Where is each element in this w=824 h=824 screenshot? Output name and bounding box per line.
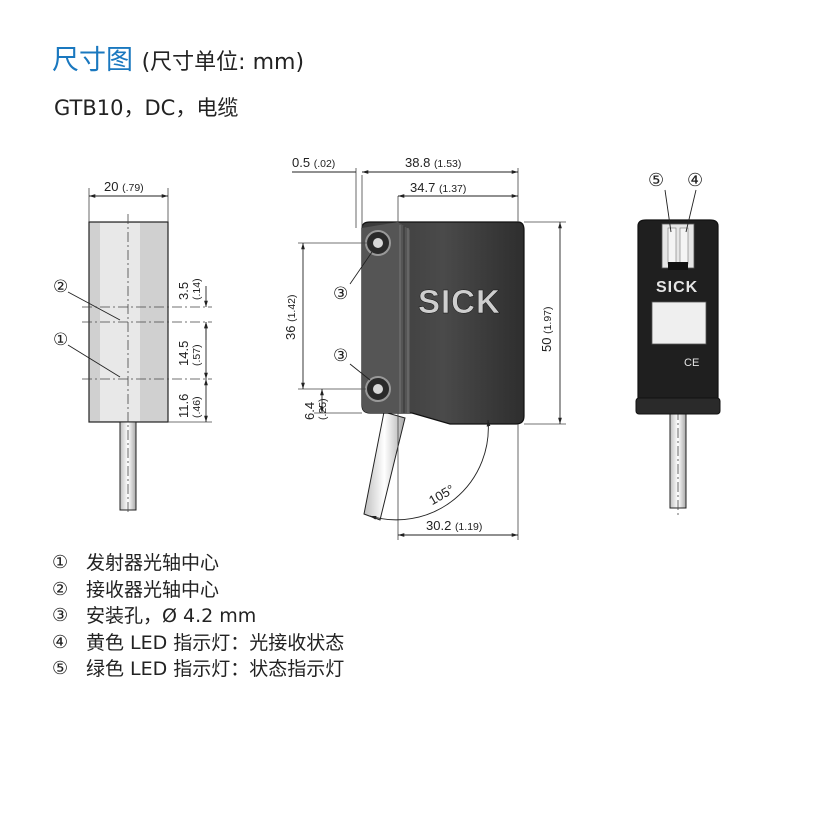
- side-sick-logo: SICK: [418, 283, 501, 320]
- dim-11-6-in: (.46): [191, 396, 203, 418]
- title-unit-note: (尺寸单位: mm): [141, 50, 305, 75]
- led-yellow-window: [679, 227, 689, 265]
- legend-item: ① 发射器光轴中心: [52, 550, 344, 577]
- dim-34-7: 34.7 (1.37): [410, 180, 466, 195]
- back-callout-5: ⑤: [648, 170, 664, 190]
- dim-11-6: 11.6: [176, 394, 191, 418]
- page-title: 尺寸图 (尺寸单位: mm): [52, 38, 304, 77]
- side-cable: [363, 411, 406, 521]
- dim-angle: 105°: [426, 481, 457, 507]
- legend-text: 发射器光轴中心: [86, 552, 220, 574]
- legend-num: ①: [52, 552, 69, 573]
- side-view: SICK 0.5 (.02) 38.8 (1.53) 34.7 (1.37) 3…: [283, 155, 566, 540]
- led-green-window: [667, 227, 677, 265]
- back-label-window: [651, 301, 707, 345]
- legend-num: ④: [52, 631, 69, 653]
- back-view: SICK CE ⑤ ④: [635, 170, 721, 515]
- dim-14-5: 14.5: [176, 341, 191, 366]
- legend-text: 绿色 LED 指示灯：状态指示灯: [86, 658, 345, 680]
- side-callout-3-top: ③: [333, 284, 348, 303]
- legend-item: ④ 黄色 LED 指示灯：光接收状态: [52, 630, 344, 657]
- dim-3-5: 3.5: [176, 282, 191, 300]
- dim-36: 36 (1.42): [283, 294, 298, 340]
- legend-item: ⑤ 绿色 LED 指示灯：状态指示灯: [52, 656, 344, 683]
- dim-6-4-in: (.25): [317, 398, 329, 420]
- legend-text: 接收器光轴中心: [86, 578, 220, 601]
- legend-text: 黄色 LED 指示灯：光接收状态: [86, 631, 345, 654]
- legend-item: ③ 安装孔，Ø 4.2 mm: [52, 603, 344, 630]
- dim-3-5-in: (.14): [191, 278, 203, 300]
- legend-item: ② 接收器光轴中心: [52, 577, 344, 604]
- dim-30-2: 30.2 (1.19): [426, 518, 482, 533]
- dim-50: 50 (1.97): [539, 306, 554, 352]
- side-callout-3-bottom: ③: [333, 346, 348, 365]
- front-callout-1: ①: [53, 330, 68, 349]
- ce-mark: CE: [684, 357, 699, 369]
- front-view: 20 (.79) 3.5 (.14) 14.5 (.57) 11.6 (.46)…: [53, 179, 212, 515]
- dim-0-5: 0.5 (.02): [292, 155, 335, 170]
- legend-text: 安装孔，Ø 4.2 mm: [86, 605, 257, 627]
- dim-6-4: 6.4: [302, 402, 317, 420]
- model-subtitle: GTB10，DC，电缆: [54, 96, 239, 120]
- legend-num: ⑤: [52, 658, 69, 679]
- dim-front-width: 20 (.79): [104, 179, 144, 194]
- title-main: 尺寸图: [52, 45, 133, 76]
- dim-14-5-in: (.57): [191, 344, 203, 366]
- legend-num: ③: [52, 605, 69, 626]
- legend: ① 发射器光轴中心 ② 接收器光轴中心 ③ 安装孔，Ø 4.2 mm ④ 黄色 …: [52, 550, 344, 683]
- back-sick-logo: SICK: [656, 279, 698, 296]
- dim-38-8: 38.8 (1.53): [405, 155, 461, 170]
- back-callout-4: ④: [687, 170, 703, 190]
- angle-arc: [369, 419, 491, 521]
- legend-num: ②: [52, 578, 69, 600]
- front-callout-2: ②: [53, 277, 68, 296]
